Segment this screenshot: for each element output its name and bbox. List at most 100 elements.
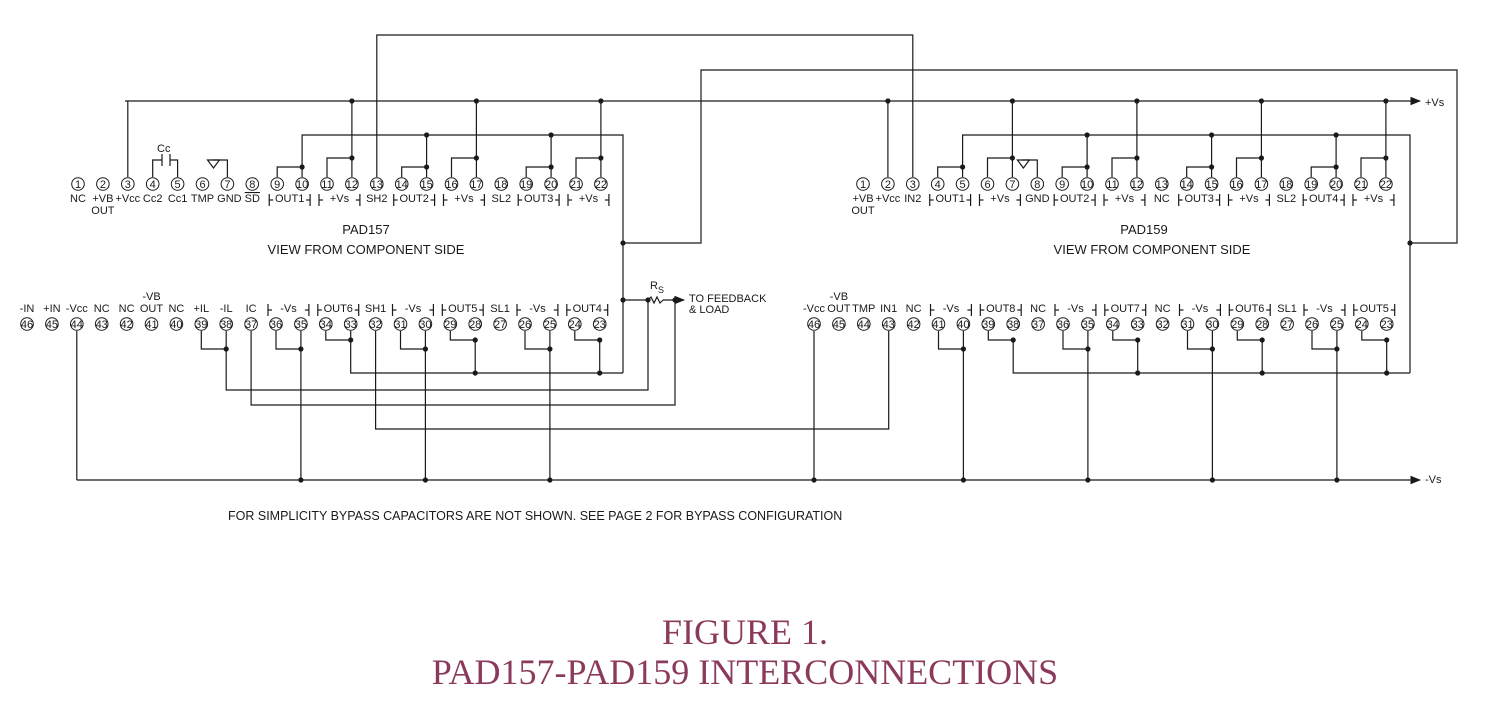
pad159-top-pin-10 bbox=[1080, 177, 1094, 191]
pad157-top-pin-4 bbox=[145, 177, 160, 191]
pad159-bottom-pin-34 bbox=[1106, 317, 1120, 331]
pad157-top-pin-6 bbox=[195, 177, 210, 191]
pad157-bottom-pin-41 bbox=[144, 317, 159, 331]
junction-dots bbox=[223, 98, 1413, 483]
pad157-lbl-sd: SD bbox=[245, 193, 260, 205]
pad157-bottom-pin-37-number: 37 bbox=[245, 319, 257, 331]
pad159-bottom-pin-36 bbox=[1056, 317, 1070, 331]
pad157-top-pin-18-number: 18 bbox=[495, 179, 507, 191]
figure-number: FIGURE 1. bbox=[661, 612, 828, 652]
pad157-top-pin-22 bbox=[594, 177, 608, 191]
pad157-bottom-pin-34 bbox=[319, 317, 333, 331]
pad159-bottom-pin-40-number: 40 bbox=[957, 319, 969, 331]
pad157-bottom-pin-39 bbox=[194, 317, 209, 331]
pad157-top-pin-21 bbox=[569, 177, 583, 191]
pad157-lbl-out4: OUT4 bbox=[573, 303, 602, 315]
pad159-top-pin-11-number: 11 bbox=[1106, 179, 1117, 191]
pad159-out-pair-3 bbox=[1310, 166, 1337, 177]
neg-rail-label: -Vs bbox=[1425, 474, 1442, 486]
pad159-top-pin-14 bbox=[1179, 177, 1194, 191]
pad159-lbl-out6: OUT6 bbox=[1235, 303, 1264, 315]
pad159-vs-pair-0 bbox=[986, 157, 1013, 177]
junction-dot bbox=[298, 346, 304, 352]
pad157-bottom-pin-26-number: 26 bbox=[519, 319, 531, 331]
pad159-bottom-pin-33 bbox=[1130, 317, 1145, 331]
pad157-lbl-sh1: SH1 bbox=[365, 303, 386, 315]
pad157-bottom-pin-37 bbox=[244, 317, 258, 331]
pad157-top-pin-14-number: 14 bbox=[396, 179, 408, 191]
pad159-top-pin-1-number: 1 bbox=[860, 179, 866, 191]
pad157-lbl-nc: NC bbox=[70, 193, 86, 205]
junction-dot bbox=[1010, 337, 1016, 343]
pad157-bottom-pin-40 bbox=[169, 317, 184, 331]
pad159-bottom-pin-41-number: 41 bbox=[932, 319, 944, 331]
pad157-name: PAD157 bbox=[342, 222, 389, 237]
pad157-lbl-in-pos: +IN bbox=[43, 303, 60, 315]
pad159-out-bus-top bbox=[961, 134, 1411, 373]
pad159-bottom-pin-39 bbox=[981, 317, 996, 331]
pad159-bottom-pin-25-number: 25 bbox=[1331, 319, 1343, 331]
junction-dot bbox=[1407, 240, 1413, 246]
pad157-out-bus-top bbox=[301, 134, 624, 373]
pad157-top-pin-21-number: 21 bbox=[570, 179, 582, 191]
pad157-out3-pair bbox=[525, 166, 552, 177]
junction-dot bbox=[620, 240, 626, 246]
pad159-lbl-vb: +VB bbox=[852, 193, 873, 205]
junction-dot bbox=[299, 164, 305, 170]
pad157-bottom-pin-36 bbox=[269, 317, 283, 331]
pad157-bottom-pin-30 bbox=[418, 317, 433, 331]
pad159-top-pin-2 bbox=[881, 177, 895, 191]
junction-dot bbox=[1009, 98, 1016, 104]
pad159-bottom-pin-33-number: 33 bbox=[1132, 319, 1144, 331]
pad157-lbl-sh2: SH2 bbox=[366, 193, 387, 205]
junction-dot bbox=[960, 164, 966, 170]
pad159-lbl-vsn3: -Vs bbox=[1192, 303, 1209, 315]
pad159-lbl-vsn4: -Vs bbox=[1316, 303, 1333, 315]
pad159-bottom-pin-44-number: 44 bbox=[858, 319, 870, 331]
pad157-lbl-vsn2: -Vs bbox=[405, 303, 422, 315]
pad157-bottom-pin-28 bbox=[468, 317, 483, 331]
pad159-top-pin-19-number: 19 bbox=[1305, 179, 1317, 191]
junction-dot bbox=[598, 155, 604, 161]
pad159-bottom-pin-29-number: 29 bbox=[1231, 319, 1243, 331]
pad157-lbl-ic: IC bbox=[246, 303, 257, 315]
junction-dot bbox=[1258, 155, 1264, 161]
pad157-top-pin-2 bbox=[96, 177, 110, 191]
pad157-top-pin-11 bbox=[320, 177, 334, 191]
pad159-top-pin-5 bbox=[955, 177, 970, 191]
pad159-lbl-sl1: SL1 bbox=[1277, 303, 1297, 315]
pad157-top-pin-13-number: 13 bbox=[371, 179, 383, 191]
pad159-lbl-out2: OUT2 bbox=[1060, 193, 1089, 205]
junction-dot bbox=[1383, 98, 1389, 104]
junction-dot bbox=[424, 164, 430, 170]
pad159-bottom-pin-37 bbox=[1031, 317, 1045, 331]
junction-dot bbox=[223, 346, 229, 352]
junction-dot bbox=[1334, 346, 1340, 352]
pad159-bottom-pin-43-number: 43 bbox=[883, 319, 895, 331]
junction-dot bbox=[1134, 155, 1140, 161]
pad159-lbl-out8: OUT8 bbox=[986, 303, 1015, 315]
pad159-top-pin-4-number: 4 bbox=[935, 179, 941, 191]
pad157-top-pin-8 bbox=[245, 177, 260, 191]
pad159-vsn-pair-0 bbox=[937, 331, 964, 350]
pad159-outb-pair-1 bbox=[1112, 331, 1138, 341]
pad159-vsn-pair-3 bbox=[1311, 331, 1337, 350]
pad157-top-pin-19 bbox=[519, 177, 534, 191]
pad157-vsn-pair-2 bbox=[524, 331, 550, 350]
pad159-bottom-pin-25 bbox=[1330, 317, 1344, 331]
pad157-vsn-pair-0 bbox=[275, 331, 301, 350]
pad159-lbl-vsn1: -Vs bbox=[943, 303, 960, 315]
pad159-lbl-out5: OUT5 bbox=[1360, 303, 1389, 315]
pad159-top-pin-20-number: 20 bbox=[1330, 179, 1342, 191]
cc-wire-right bbox=[170, 159, 179, 177]
pad157-bottom-pin-34-number: 34 bbox=[320, 319, 332, 331]
pad157-bottom-pin-32 bbox=[368, 317, 383, 331]
pad157-bottom-pin-28-number: 28 bbox=[469, 319, 481, 331]
pad159-bottom-pin-29 bbox=[1230, 317, 1245, 331]
pad159-out-pair-2 bbox=[1186, 166, 1212, 177]
pad159-bottom-pin-30-number: 30 bbox=[1206, 319, 1218, 331]
pad159-lbl-nc13: NC bbox=[1154, 193, 1170, 205]
pad159-top-pin-6 bbox=[980, 177, 995, 191]
junction-dot bbox=[348, 337, 354, 343]
